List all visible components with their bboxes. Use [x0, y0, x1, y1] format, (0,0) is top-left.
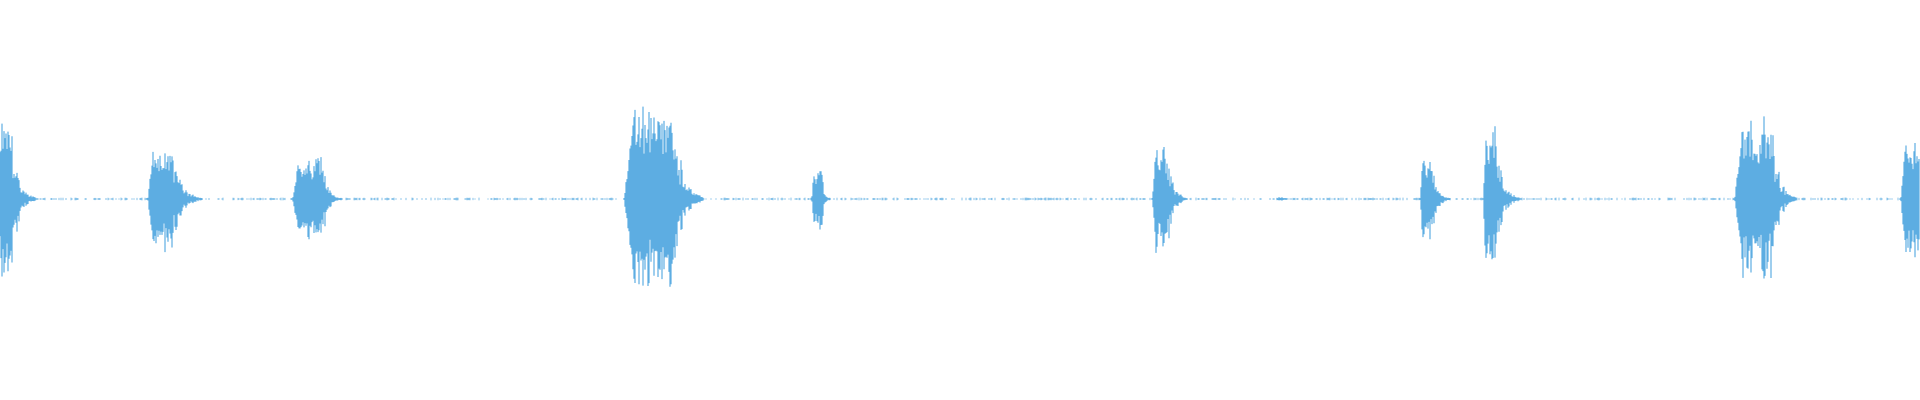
waveform-burst-3: [291, 157, 343, 240]
waveform-burst-1: [0, 123, 36, 277]
waveform-burst-5: [810, 171, 831, 230]
waveform-burst-6: [1151, 146, 1188, 253]
waveform-burst-10: [1733, 116, 1797, 279]
waveform-burst-8: [1419, 160, 1451, 240]
waveform-burst-2: [146, 151, 203, 253]
waveform-burst-7: [1276, 197, 1288, 201]
waveform-baseline: [0, 197, 1915, 201]
waveform-burst-9: [1482, 126, 1520, 260]
waveform-burst-4: [623, 106, 704, 287]
waveform-burst-11: [1899, 142, 1920, 258]
